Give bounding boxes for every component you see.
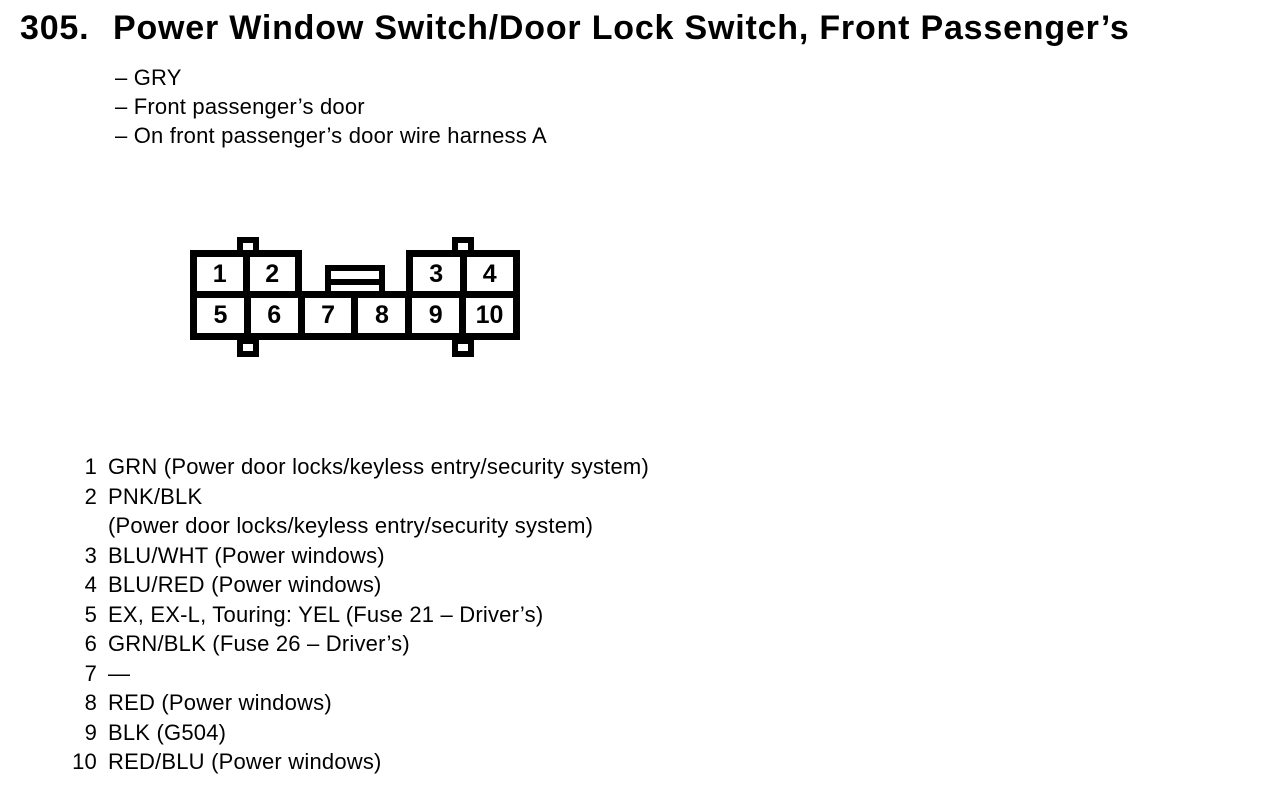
connector-details: – GRY – Front passenger’s door – On fron… xyxy=(115,63,547,150)
pinout-row: 4 BLU/RED (Power windows) xyxy=(60,570,649,600)
pin-description: PNK/BLK (Power door locks/keyless entry/… xyxy=(108,483,594,539)
pinout-row: 5 EX, EX-L, Touring: YEL (Fuse 21 – Driv… xyxy=(60,600,649,630)
pin-number: 3 xyxy=(84,542,97,568)
page-title: 305. Power Window Switch/Door Lock Switc… xyxy=(20,8,1130,48)
pin-number: 5 xyxy=(84,601,97,627)
pin-description: BLK (G504) xyxy=(108,719,227,745)
pin-number: 4 xyxy=(84,572,97,597)
pin-cell-4: 4 xyxy=(459,257,513,291)
connector-block-top-right: 3 4 xyxy=(406,250,520,291)
pin-description: BLU/WHT (Power windows) xyxy=(108,542,385,568)
pin-number: 10 xyxy=(72,749,97,774)
pin-cell-3: 3 xyxy=(413,257,460,291)
pin-cell-7: 7 xyxy=(297,298,352,333)
item-number: 305. xyxy=(20,9,90,47)
detail-harness: – On front passenger’s door wire harness… xyxy=(115,123,547,148)
connector-diagram: 1 2 3 4 5 6 7 8 9 10 xyxy=(186,237,534,357)
pin-description: BLU/RED (Power windows) xyxy=(108,572,382,597)
pin-description: RED (Power windows) xyxy=(108,690,332,715)
pin-number: 9 xyxy=(84,719,97,745)
pin-description: — xyxy=(108,660,131,686)
pinout-row: 8 RED (Power windows) xyxy=(60,688,649,718)
pinout-row: 7 — xyxy=(60,659,649,689)
key-rib-slot-bar xyxy=(331,279,379,285)
pin-cell-1: 1 xyxy=(197,257,243,291)
detail-color: – GRY xyxy=(115,65,182,90)
lock-tab-bottom-left xyxy=(237,338,259,357)
detail-location: – Front passenger’s door xyxy=(115,94,365,119)
pinout-row: 9 BLK (G504) xyxy=(60,718,649,748)
pinout-row: 2 PNK/BLK (Power door locks/keyless entr… xyxy=(60,482,649,541)
pin-cell-5: 5 xyxy=(197,298,244,333)
pin-number: 8 xyxy=(84,690,97,715)
pinout-row: 1 GRN (Power door locks/keyless entry/se… xyxy=(60,452,649,482)
pinout-list: 1 GRN (Power door locks/keyless entry/se… xyxy=(60,452,649,777)
pinout-row: 3 BLU/WHT (Power windows) xyxy=(60,541,649,571)
lock-tab-bottom-right xyxy=(452,338,474,357)
pin-number: 2 xyxy=(84,483,97,509)
pinout-row: 6 GRN/BLK (Fuse 26 – Driver’s) xyxy=(60,629,649,659)
pin-cell-8: 8 xyxy=(351,298,406,333)
pin-number: 1 xyxy=(84,454,97,479)
connector-key-rib xyxy=(325,265,385,291)
pin-cell-9: 9 xyxy=(405,298,460,333)
connector-block-bottom: 5 6 7 8 9 10 xyxy=(190,291,520,340)
item-title: Power Window Switch/Door Lock Switch, Fr… xyxy=(113,9,1130,47)
pin-description: GRN (Power door locks/keyless entry/secu… xyxy=(108,454,649,479)
connector-block-top-left: 1 2 xyxy=(190,250,302,291)
pin-number: 6 xyxy=(84,631,97,656)
pin-number: 7 xyxy=(84,660,97,686)
pin-description: EX, EX-L, Touring: YEL (Fuse 21 – Driver… xyxy=(108,601,544,627)
pin-description: GRN/BLK (Fuse 26 – Driver’s) xyxy=(108,631,410,656)
pinout-row: 10 RED/BLU (Power windows) xyxy=(60,747,649,777)
pin-cell-10: 10 xyxy=(459,298,513,333)
pin-cell-6: 6 xyxy=(243,298,298,333)
pin-cell-2: 2 xyxy=(242,257,295,291)
pin-description: RED/BLU (Power windows) xyxy=(108,749,382,774)
